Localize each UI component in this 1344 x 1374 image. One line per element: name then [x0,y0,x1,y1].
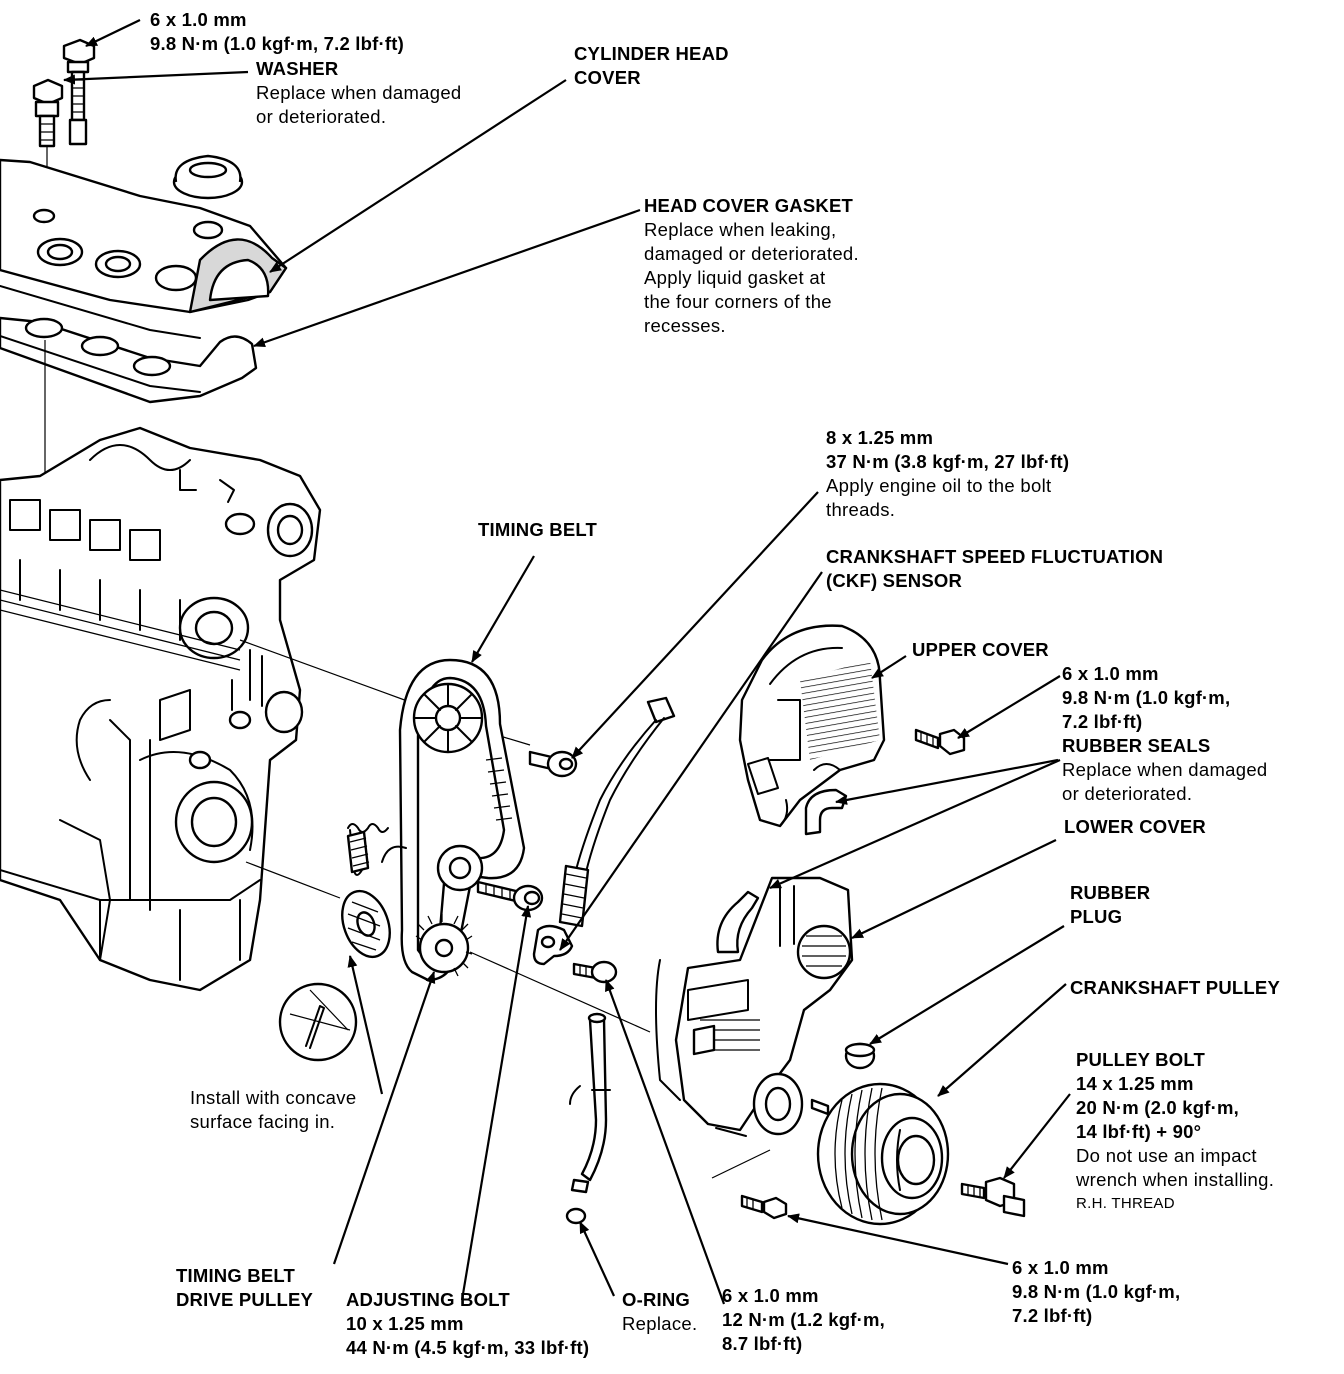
label-rubber-seals: RUBBER SEALS Replace when damaged or det… [1062,735,1268,804]
upper-timing-cover [738,624,886,828]
label-adjusting-bolt: ADJUSTING BOLT 10 x 1.25 mm 44 N·m (4.5 … [346,1289,590,1358]
dipstick-tube-bolt [572,960,618,984]
label-upper-cover: UPPER COVER [912,639,1049,660]
tensioner-spring [346,823,407,876]
cylinder-head-cover [0,158,288,339]
engine-block [0,426,322,992]
label-install-note: Install with concave surface facing in. [190,1087,357,1132]
label-upper-cover-bolt: 6 x 1.0 mm 9.8 N·m (1.0 kgf·m, 7.2 lbf·f… [1062,663,1231,732]
rubber-plug-part [844,1042,876,1070]
cam-pulley-bolt [528,750,578,778]
label-ckf-sensor: CRANKSHAFT SPEED FLUCTUATION (CKF) SENSO… [826,546,1164,591]
upper-cover-bolt [914,728,966,756]
label-rubber-plug: RUBBER PLUG [1070,882,1151,927]
label-sensor-bolt: 8 x 1.25 mm 37 N·m (3.8 kgf·m, 27 lbf·ft… [826,427,1070,520]
adjusting-bolt [476,880,544,912]
label-pulley-bolt: PULLEY BOLT 14 x 1.25 mm 20 N·m (2.0 kgf… [1076,1049,1275,1212]
oil-filler-cap [172,154,244,200]
label-head-cover-bolt: 6 x 1.0 mm 9.8 N·m (1.0 kgf·m, 7.2 lbf·f… [150,9,404,54]
dipstick-tube [565,1012,611,1225]
drive-pulley-washer [341,889,391,959]
rubber-seal-lower [716,890,760,954]
label-dipstick-bolt: 6 x 1.0 mm 12 N·m (1.2 kgf·m, 8.7 lbf·ft… [722,1285,885,1354]
head-cover-gasket [0,316,258,480]
label-o-ring: O-RING Replace. [622,1289,698,1334]
label-washer: WASHER Replace when damaged or deteriora… [256,58,462,127]
timing-belt-part [398,658,526,982]
label-crankshaft-pulley: CRANKSHAFT PULLEY [1070,977,1280,998]
label-lower-cover: LOWER COVER [1064,816,1206,837]
label-timing-belt: TIMING BELT [478,519,598,540]
washer-detail-circle [278,982,358,1062]
lower-cover-bolt [711,1149,788,1220]
label-head-cover-gasket: HEAD COVER GASKET Replace when leaking, … [644,195,859,336]
pulley-bolt-part [960,1176,1026,1218]
rubber-seal [804,788,848,836]
crankshaft-pulley-part [816,1082,950,1226]
label-timing-belt-drive-pulley: TIMING BELT DRIVE PULLEY [176,1265,314,1310]
washer-bolt [32,78,64,220]
ckf-sensor-part [532,696,676,966]
lower-timing-cover [655,876,854,1137]
label-lower-cover-bolt: 6 x 1.0 mm 9.8 N·m (1.0 kgf·m, 7.2 lbf·f… [1012,1257,1181,1326]
head-cover-bolt [62,38,96,146]
label-cylinder-head-cover: CYLINDER HEAD COVER [574,43,729,88]
